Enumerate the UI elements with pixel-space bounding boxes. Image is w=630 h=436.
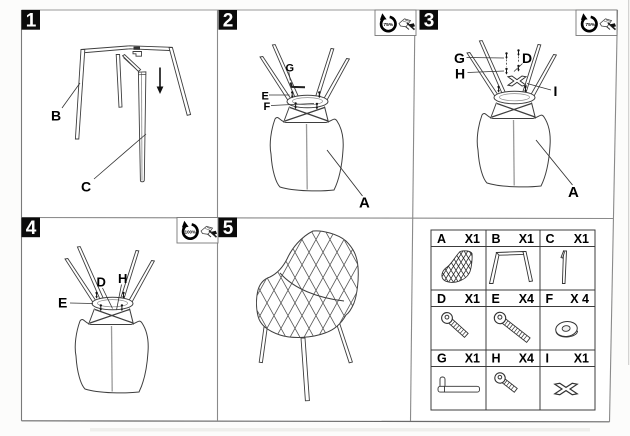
svg-text:4: 4 (26, 218, 37, 239)
svg-text:G: G (454, 50, 465, 66)
svg-text:5: 5 (223, 218, 234, 239)
svg-text:E: E (58, 295, 67, 311)
svg-text:2: 2 (223, 11, 234, 32)
svg-text:G: G (286, 63, 295, 75)
svg-text:X1: X1 (519, 232, 534, 246)
svg-text:1: 1 (26, 11, 37, 32)
svg-text:F: F (546, 292, 554, 306)
svg-text:A: A (437, 232, 446, 246)
svg-text:A: A (359, 195, 370, 212)
svg-text:I: I (554, 83, 558, 99)
svg-text:X1: X1 (465, 352, 480, 366)
svg-text:C: C (546, 232, 555, 246)
svg-text:H: H (455, 66, 465, 82)
svg-text:E: E (262, 91, 269, 103)
svg-text:H: H (492, 352, 501, 366)
svg-text:D: D (522, 50, 532, 66)
svg-text:D: D (97, 275, 106, 290)
svg-text:B: B (51, 108, 61, 124)
svg-text:F: F (264, 101, 271, 113)
svg-text:100%: 100% (185, 229, 196, 234)
svg-text:X1: X1 (465, 292, 480, 306)
svg-text:H: H (118, 271, 127, 286)
svg-text:75%: 75% (585, 22, 595, 28)
svg-text:X4: X4 (519, 352, 534, 366)
svg-text:X1: X1 (574, 352, 589, 366)
svg-text:D: D (437, 292, 446, 306)
svg-text:3: 3 (424, 11, 435, 32)
svg-text:B: B (492, 232, 501, 246)
svg-text:X1: X1 (465, 232, 480, 246)
svg-text:X4: X4 (519, 292, 534, 306)
svg-text:X 4: X 4 (570, 292, 589, 306)
svg-text:X1: X1 (574, 232, 589, 246)
svg-text:G: G (437, 352, 447, 366)
svg-text:75%: 75% (383, 22, 393, 28)
svg-text:C: C (81, 179, 91, 195)
svg-text:I: I (546, 352, 549, 366)
svg-text:A: A (568, 184, 579, 201)
svg-text:E: E (492, 292, 500, 306)
